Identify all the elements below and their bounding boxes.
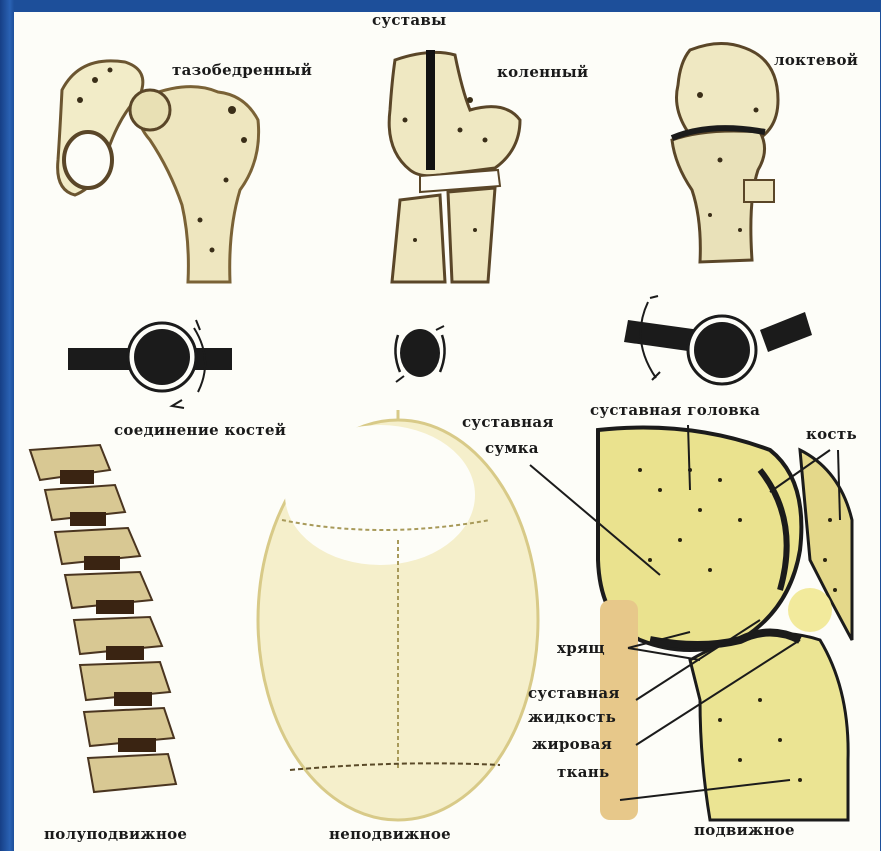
bone-label: кость [806,426,857,443]
skull-drawing [258,410,538,820]
joint-head-label: суставная головка [590,402,760,419]
title-label: суставы [372,12,446,29]
hinge-joint-schema [624,296,812,384]
semi-movable-label: полуподвижное [44,826,187,843]
spine-drawing [30,445,176,792]
elbow-joint-drawing [672,43,778,262]
pivot-joint-schema [395,326,444,382]
hip-joint-label: тазобедренный [172,62,312,79]
fluid-label-line1: суставная [528,685,620,702]
fat-label-line2: ткань [557,764,610,781]
hip-joint-drawing [58,61,259,282]
fat-label-line1: жировая [532,736,612,753]
knee-joint-label: коленный [497,64,588,81]
ball-joint-schema [68,320,232,408]
fluid-label-line2: жидкость [528,709,616,726]
movable-label: подвижное [694,822,795,839]
capsule-label-line2: сумка [485,440,539,457]
elbow-joint-label: локтевой [774,52,858,69]
joint-section-drawing [530,425,852,820]
bone-connection-label: соединение костей [114,422,286,439]
cartilage-label: хрящ [557,640,605,657]
fixed-label: неподвижное [329,826,451,843]
capsule-label-line1: суставная [462,414,554,431]
knee-joint-drawing [389,50,520,282]
